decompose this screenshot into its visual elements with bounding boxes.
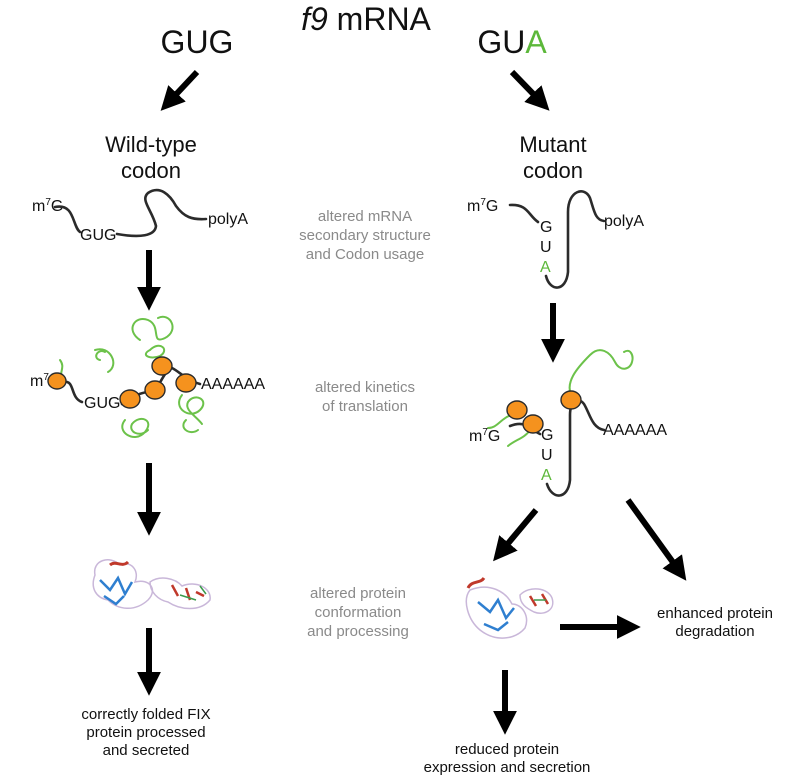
wildtype-translation: m7G GUG AAAAAA [30, 315, 265, 438]
outcome-correctly-folded: correctly folded FIX protein processed a… [81, 706, 210, 759]
mrna-hairpin [544, 190, 606, 289]
wildtype-mrna: m7G GUG polyA [32, 188, 248, 244]
codon-label: GUG [80, 227, 116, 244]
svg-text:expression and secretion: expression and secretion [424, 759, 591, 776]
mutant-mrna: m7G G U A polyA [467, 190, 644, 289]
svg-text:altered kinetics: altered kinetics [315, 379, 415, 396]
svg-text:altered protein: altered protein [310, 585, 406, 602]
arrow-to-degradation [625, 498, 687, 581]
outcome-enhanced-degradation: enhanced protein degradation [657, 605, 773, 640]
ribosome [175, 373, 197, 393]
mrna-strand [62, 380, 84, 404]
nascent-chain [94, 348, 115, 373]
cap-label: m7G [467, 197, 498, 215]
step-protein-conformation-label: altered protein conformation and process… [307, 585, 409, 640]
mutant-translation: m7G G U A AAAAAA [469, 349, 667, 497]
nascent-chain [121, 417, 150, 438]
codon-letter-g: G [540, 219, 552, 236]
ribosome [119, 389, 141, 409]
svg-text:reduced protein: reduced protein [455, 741, 559, 758]
svg-text:degradation: degradation [675, 623, 754, 640]
svg-text:secondary structure: secondary structure [299, 227, 431, 244]
ribosome [506, 400, 528, 420]
arrow-mutant-down [509, 69, 550, 111]
codon-letter-a: A [540, 259, 551, 276]
misfolded-protein-structure [465, 577, 554, 639]
nascent-chain [178, 394, 205, 434]
codon-letter-u: U [541, 447, 553, 464]
wildtype-heading-line2: codon [121, 158, 181, 183]
codon-label: GUG [84, 395, 120, 412]
svg-text:altered mRNA: altered mRNA [318, 208, 412, 225]
folded-protein-structure [92, 559, 211, 610]
step-translation-kinetics-label: altered kinetics of translation [315, 379, 415, 415]
svg-text:protein processed: protein processed [86, 724, 205, 741]
diagram-title: f9 mRNA [301, 1, 431, 37]
nascent-chain [568, 349, 634, 401]
step-mrna-structure-label: altered mRNA secondary structure and Cod… [299, 208, 431, 263]
polya-label: polyA [604, 213, 644, 230]
arrow-wildtype-down [160, 69, 200, 111]
outcome-reduced-expression: reduced protein expression and secretion [424, 741, 591, 776]
ribosome [560, 390, 582, 410]
codon-letter-g: G [541, 427, 553, 444]
polya-label: polyA [208, 211, 248, 228]
svg-text:and Codon usage: and Codon usage [306, 246, 424, 263]
codon-letter-a: A [541, 467, 552, 484]
svg-text:correctly folded FIX: correctly folded FIX [81, 706, 210, 723]
mrna-3prime-strand [115, 188, 208, 238]
polya-label: AAAAAA [603, 422, 667, 439]
ribosome [151, 356, 173, 376]
cap-label: m7G [469, 427, 500, 445]
wildtype-heading-line1: Wild-type [105, 132, 197, 157]
mutant-heading-line1: Mutant [519, 132, 586, 157]
wildtype-codon-label: GUG [161, 24, 234, 60]
nascent-chain [131, 315, 174, 359]
svg-text:of translation: of translation [322, 398, 408, 415]
mrna-5prime-strand [508, 203, 540, 224]
mutant-heading-line2: codon [523, 158, 583, 183]
ribosome [144, 380, 166, 400]
svg-text:and secreted: and secreted [103, 742, 190, 759]
mrna-hairpin [545, 399, 606, 497]
codon-letter-u: U [540, 239, 552, 256]
arrow-to-protein-right [493, 508, 539, 562]
svg-text:and processing: and processing [307, 623, 409, 640]
polya-label: AAAAAA [201, 376, 265, 393]
mrna-5prime-strand [53, 205, 82, 234]
svg-text:enhanced protein: enhanced protein [657, 605, 773, 622]
svg-text:conformation: conformation [315, 604, 402, 621]
ribosome [47, 372, 67, 390]
mutant-codon-label: GUA [477, 24, 547, 60]
ribosome [522, 414, 544, 434]
